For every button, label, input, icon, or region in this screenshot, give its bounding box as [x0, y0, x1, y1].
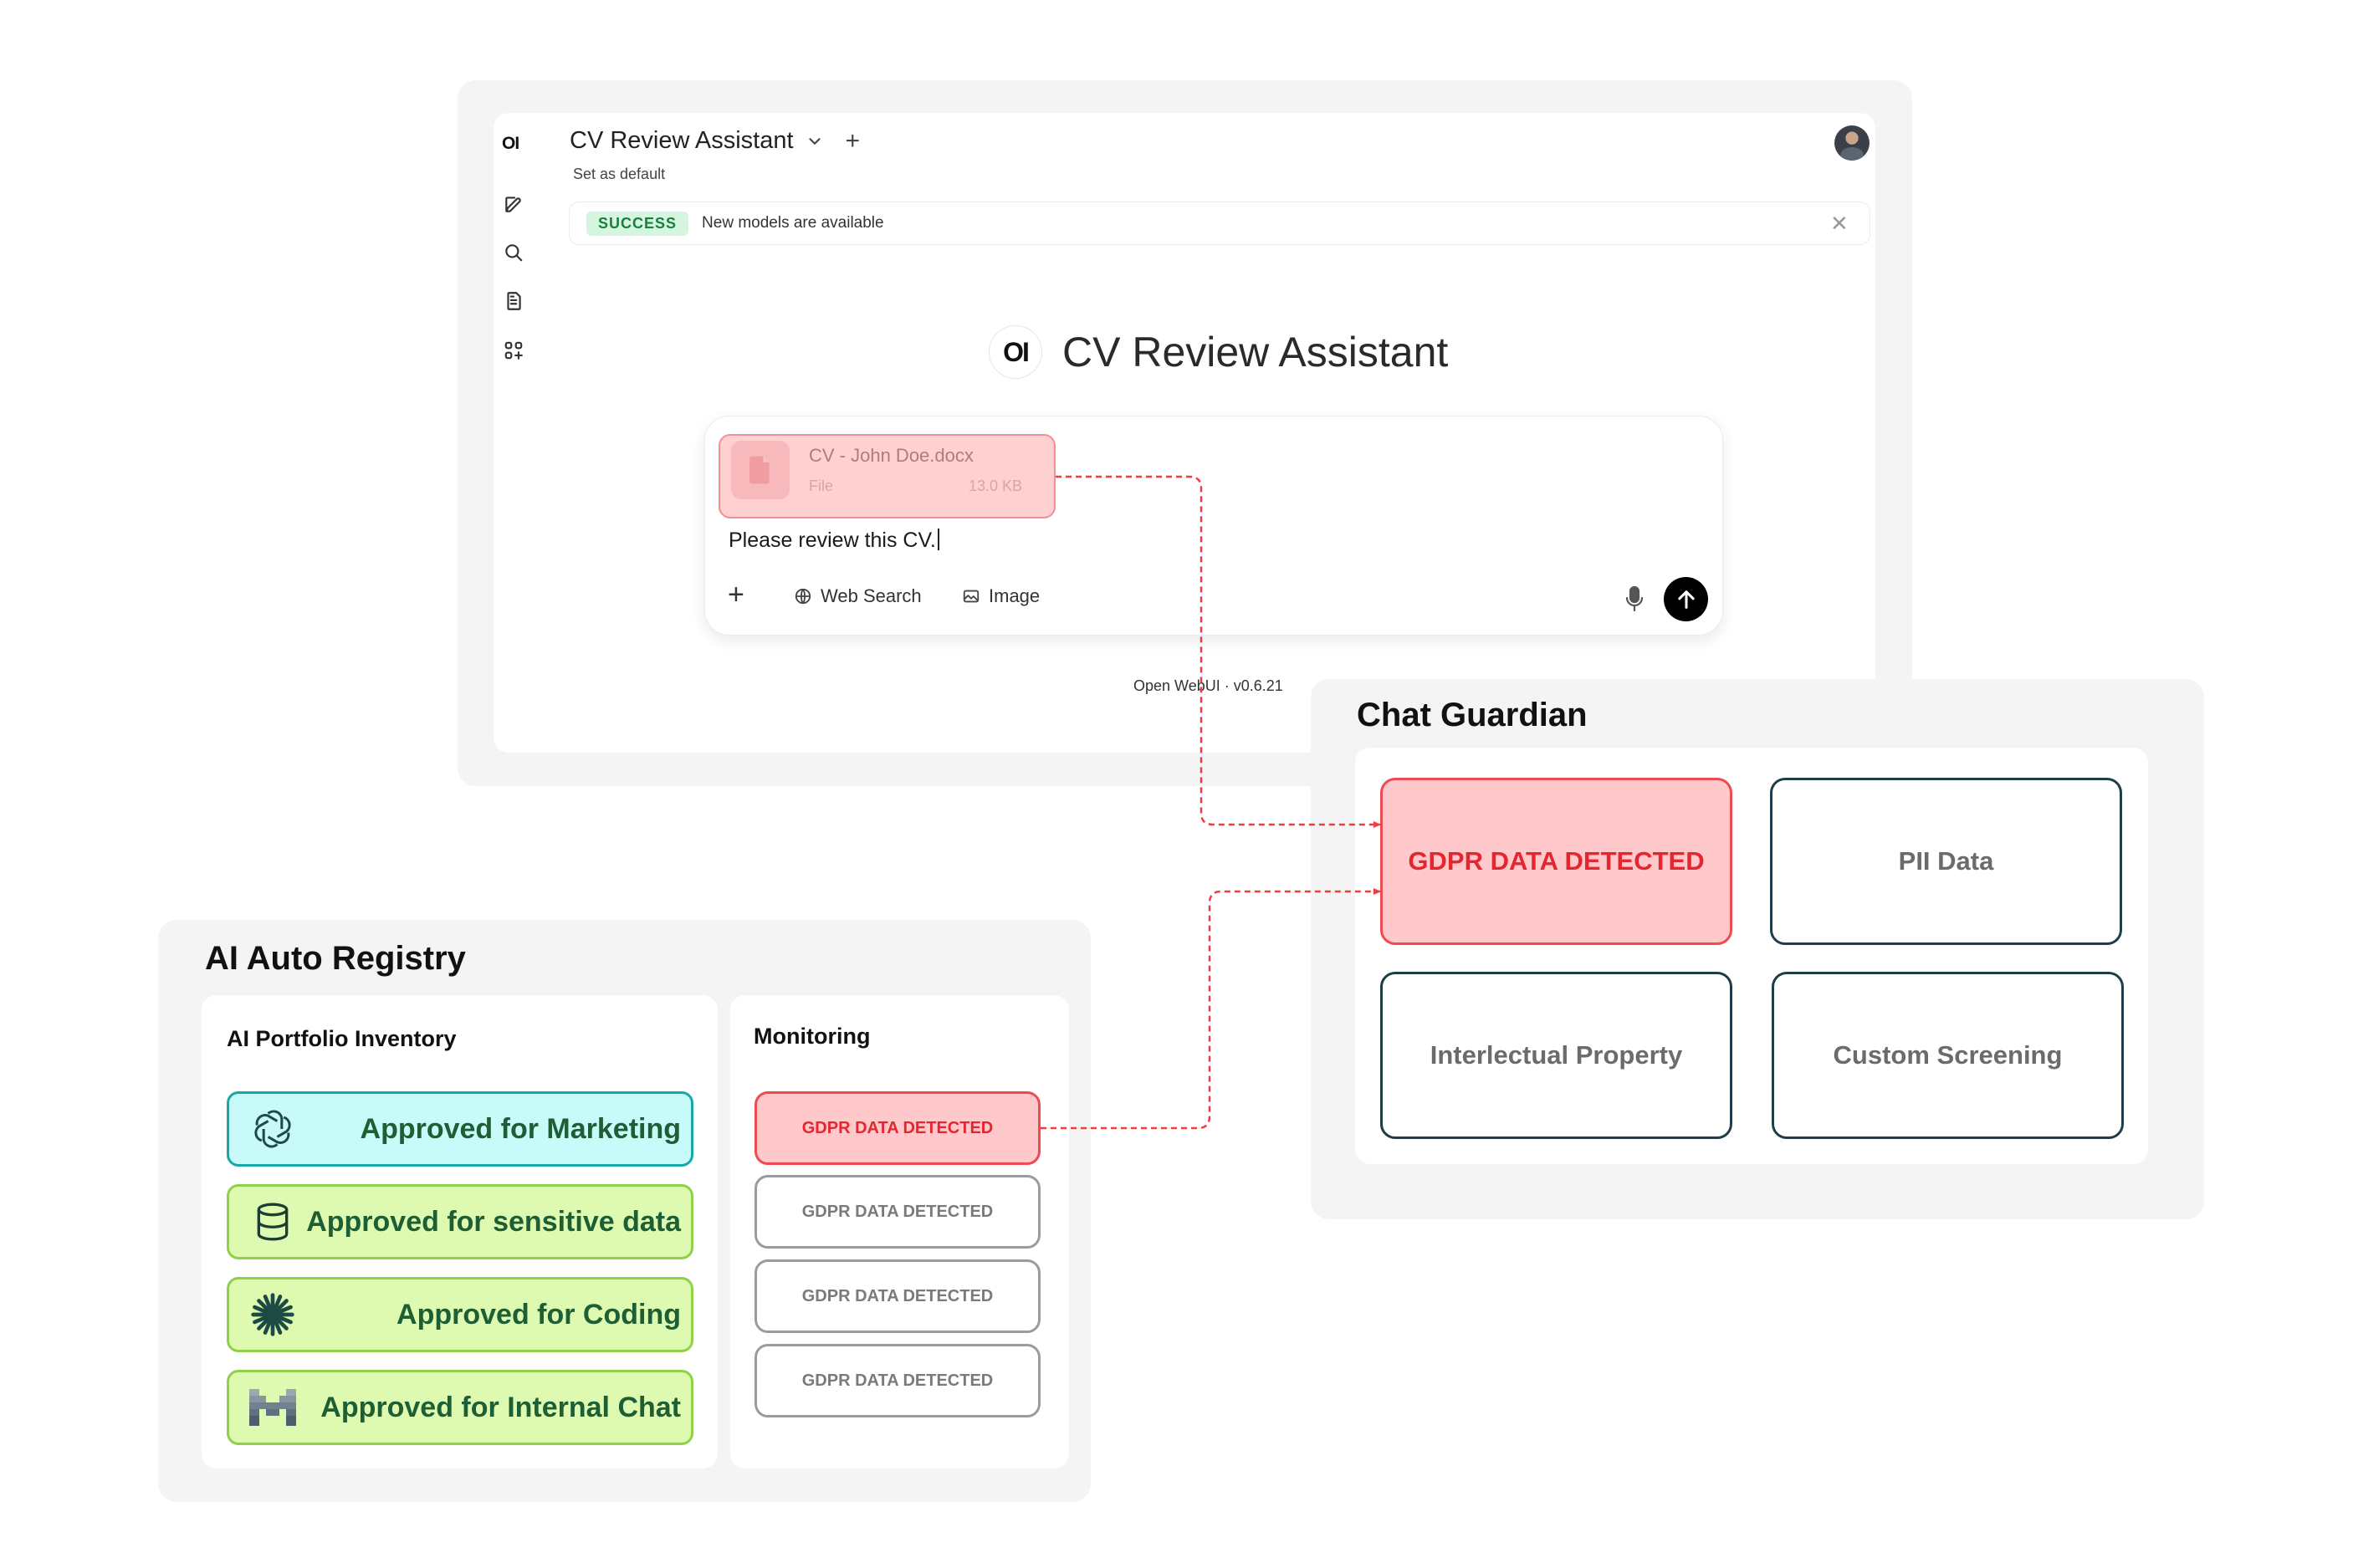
message-input[interactable]: Please review this CV.	[729, 529, 939, 553]
model-logo: OI	[989, 325, 1042, 379]
inventory-item-coding[interactable]: Approved for Coding	[227, 1277, 693, 1352]
monitoring-title: Monitoring	[754, 1024, 871, 1049]
search-icon[interactable]	[500, 239, 527, 266]
new-chat-icon[interactable]	[500, 191, 527, 217]
file-size: 13.0 KB	[969, 478, 1023, 494]
image-icon	[963, 590, 980, 603]
monitoring-item[interactable]: GDPR DATA DETECTED	[754, 1175, 1041, 1249]
set-default-link[interactable]: Set as default	[573, 166, 666, 182]
guardian-card-custom[interactable]: Custom Screening	[1772, 972, 2124, 1139]
mistral-icon	[249, 1384, 296, 1431]
chevron-down-icon[interactable]	[806, 132, 824, 151]
inventory-item-marketing[interactable]: Approved for Marketing	[227, 1091, 693, 1167]
image-button[interactable]: Image	[962, 585, 1040, 607]
file-type: File	[809, 478, 834, 494]
notes-icon[interactable]	[500, 288, 527, 314]
web-search-button[interactable]: Web Search	[794, 585, 922, 607]
portfolio-inventory-title: AI Portfolio Inventory	[227, 1026, 457, 1051]
guardian-card-pii[interactable]: PII Data	[1770, 778, 2122, 945]
inventory-label: Approved for Internal Chat	[320, 1391, 681, 1423]
send-button[interactable]	[1664, 577, 1708, 621]
guardian-card-gdpr[interactable]: GDPR DATA DETECTED	[1380, 778, 1732, 945]
inventory-label: Approved for sensitive data	[306, 1205, 681, 1238]
image-label: Image	[989, 585, 1041, 606]
microphone-icon[interactable]	[1624, 585, 1645, 612]
file-name: CV - John Doe.docx	[809, 445, 974, 466]
add-attachment-icon[interactable]: +	[728, 579, 744, 610]
globe-icon	[795, 588, 811, 605]
file-icon	[731, 441, 790, 499]
inventory-item-internal-chat[interactable]: Approved for Internal Chat	[227, 1370, 693, 1445]
database-icon	[249, 1198, 296, 1245]
openai-icon	[249, 1106, 296, 1152]
page-title: CV Review Assistant	[1062, 329, 1449, 375]
monitoring-item[interactable]: GDPR DATA DETECTED	[754, 1259, 1041, 1333]
inventory-label: Approved for Coding	[396, 1298, 681, 1331]
chat-guardian-title: Chat Guardian	[1357, 697, 1588, 733]
toast-message: New models are available	[702, 214, 884, 232]
inventory-label: Approved for Marketing	[360, 1112, 681, 1145]
version-label: Open WebUI · v0.6.21	[1133, 677, 1283, 694]
close-icon[interactable]: ✕	[1830, 211, 1849, 236]
toast-notification: SUCCESS New models are available	[569, 202, 1870, 245]
workspace-icon[interactable]	[500, 337, 527, 364]
add-model-icon[interactable]: +	[845, 126, 861, 155]
avatar[interactable]	[1834, 125, 1870, 161]
model-selector[interactable]: CV Review Assistant +	[570, 127, 860, 155]
status-badge: SUCCESS	[586, 211, 689, 236]
brand-logo[interactable]: OI	[502, 134, 519, 153]
model-name: CV Review Assistant	[570, 127, 794, 154]
arrow-up-icon	[1677, 590, 1695, 609]
starburst-icon	[249, 1291, 296, 1338]
monitoring-item-alert[interactable]: GDPR DATA DETECTED	[754, 1091, 1041, 1165]
monitoring-item[interactable]: GDPR DATA DETECTED	[754, 1344, 1041, 1417]
guardian-card-ip[interactable]: Interlectual Property	[1380, 972, 1732, 1139]
inventory-item-sensitive[interactable]: Approved for sensitive data	[227, 1184, 693, 1259]
ai-registry-title: AI Auto Registry	[205, 940, 466, 977]
web-search-label: Web Search	[821, 585, 922, 606]
